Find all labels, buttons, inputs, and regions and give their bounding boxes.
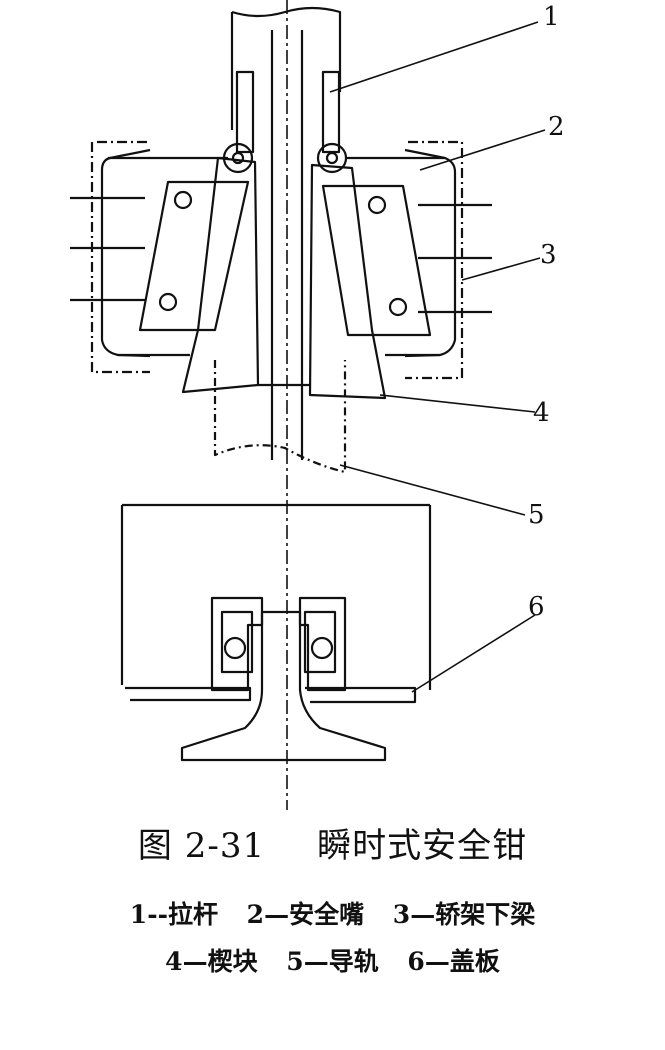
callout-5: 5: [528, 500, 545, 530]
guide-rail-profile: [180, 610, 387, 762]
figure-number: 图 2-31: [137, 826, 266, 866]
pull-rod-right: [321, 70, 341, 154]
safety-jaw-left: [100, 148, 151, 358]
lower-crossbeam-right: [405, 140, 464, 380]
figure-title: 瞬时式安全钳: [317, 826, 528, 866]
cover-plate: [125, 686, 252, 702]
callout-2: 2: [548, 112, 565, 142]
wedge-right: [308, 163, 387, 400]
callout-4: 4: [533, 398, 550, 428]
callout-6: 6: [528, 592, 545, 622]
callout-1: 1: [543, 2, 560, 32]
legend-line-2: 4—楔块 5—导轨 6—盖板: [0, 942, 665, 978]
legend-item: 1--拉杆: [129, 900, 218, 929]
figure-caption: 图 2-31 瞬时式安全钳: [0, 818, 665, 867]
pull-rod-left: [235, 70, 255, 154]
legend-line-1: 1--拉杆 2—安全嘴 3—轿架下梁: [0, 895, 665, 931]
callout-3: 3: [540, 240, 557, 270]
safety-jaw-right: [404, 148, 457, 358]
legend-item: 5—导轨: [286, 947, 379, 976]
legend-item: 3—轿架下梁: [392, 900, 536, 929]
legend-item: 4—楔块: [165, 947, 258, 976]
safety-gear-diagram: [70, 0, 546, 810]
wedge-left: [181, 156, 260, 394]
legend-item: 6—盖板: [407, 947, 500, 976]
lower-crossbeam-left: [90, 140, 150, 374]
legend-item: 2—安全嘴: [246, 900, 365, 929]
guide-rail-upper: [231, 6, 342, 92]
